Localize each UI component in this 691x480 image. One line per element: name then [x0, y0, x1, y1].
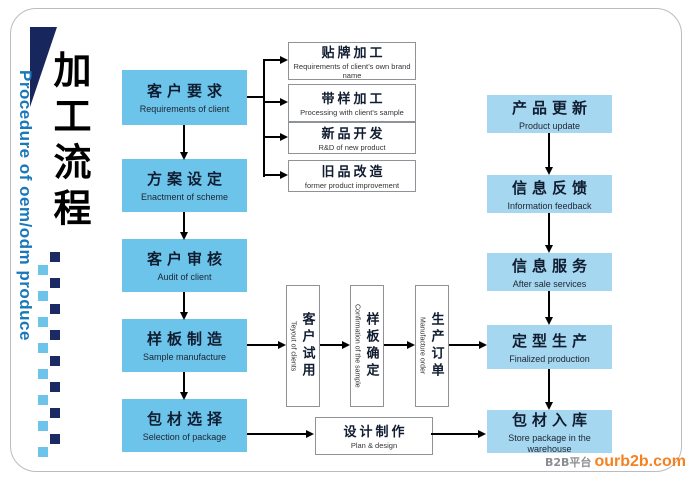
node-title: 方案设定 [146, 170, 227, 189]
node-sample-processing: 带样加工 Processing with client’s sample [288, 84, 416, 122]
node-subtitle: Manufacture order [418, 317, 426, 375]
node-title: 样板确定 [363, 312, 379, 380]
node-title: 样板制造 [146, 330, 227, 349]
node-title: 新品开发 [321, 127, 386, 143]
checker-square [50, 252, 60, 262]
checker-square [50, 330, 60, 340]
node-package-warehouse: 包材入库 Store package in the warehouse [487, 410, 612, 454]
node-title: 定型生产 [511, 331, 592, 350]
checker-square [38, 447, 48, 457]
node-subtitle: Selection of package [142, 432, 227, 443]
checker-square [38, 421, 48, 431]
node-title: 旧品改造 [321, 165, 386, 181]
arrow-feedback-to-service [544, 213, 553, 253]
logo-domain: ourb2b.com [594, 453, 686, 470]
node-subtitle: Product update [518, 120, 581, 131]
node-brand-processing: 贴牌加工 Requirements of client’s own brand … [288, 42, 416, 80]
checker-square [38, 291, 48, 301]
arrow-branch-to-old-product [263, 170, 288, 179]
branch-stub-line [247, 96, 264, 98]
arrow-order-to-production [449, 340, 487, 349]
checker-square [38, 265, 48, 275]
node-title: 信息服务 [511, 256, 592, 275]
node-information-feedback: 信息反馈 Information feedback [487, 175, 612, 213]
checker-square [50, 434, 60, 444]
node-subtitle: Confirmation of the sample [353, 304, 361, 388]
arrow-branch-to-sample-processing [263, 97, 288, 106]
node-title: 贴牌加工 [321, 45, 386, 61]
checker-square [50, 304, 60, 314]
node-plan-design: 设计制作 Plan & design [315, 417, 433, 455]
node-subtitle: Teyout of clients [289, 320, 297, 372]
node-client-requirements: 客户要求 Requirements of client [122, 70, 247, 125]
checker-square [50, 382, 60, 392]
arrow-scheme-to-audit [179, 212, 188, 240]
node-title: 包材选择 [146, 410, 227, 429]
node-product-update: 产品更新 Product update [487, 95, 612, 133]
node-title: 生产订单 [428, 312, 444, 380]
page-title-vertical: 加工流程 [47, 50, 91, 234]
node-subtitle: Requirements of client [139, 104, 230, 115]
node-after-sale-service: 信息服务 After sale services [487, 253, 612, 291]
node-subtitle: Information feedback [507, 200, 592, 211]
node-finalized-production: 定型生产 Finalized production [487, 325, 612, 369]
node-subtitle: Store package in the warehouse [508, 433, 591, 454]
arrow-service-to-production [544, 291, 553, 325]
arrow-audit-to-sample [179, 292, 188, 320]
node-client-audit: 客户审核 Audit of client [122, 239, 247, 292]
node-subtitle: Audit of client [157, 272, 212, 283]
node-subtitle: R&D of new product [318, 143, 386, 153]
node-subtitle: After sale services [512, 278, 587, 289]
arrow-design-to-warehouse [431, 429, 486, 438]
arrow-production-to-warehouse [544, 369, 553, 410]
checker-square [50, 408, 60, 418]
node-sample-confirmation: 样板确定 Confirmation of the sample [350, 285, 384, 407]
checker-square [50, 356, 60, 366]
node-subtitle: Sample manufacture [142, 352, 227, 363]
arrow-tryout-to-confirmation [320, 340, 350, 349]
node-title: 产品更新 [511, 98, 592, 117]
node-scheme-enactment: 方案设定 Enactment of scheme [122, 159, 247, 212]
page-subtitle-vertical: Procedure of oem/odm produce [16, 70, 35, 341]
node-new-product-rd: 新品开发 R&D of new product [288, 122, 416, 154]
checker-square [38, 317, 48, 327]
node-subtitle: former product improvement [304, 181, 400, 191]
node-title: 客户要求 [146, 82, 227, 101]
arrow-confirmation-to-order [384, 340, 415, 349]
node-package-selection: 包材选择 Selection of package [122, 399, 247, 452]
arrow-branch-to-brand-processing [263, 55, 288, 64]
checker-square [50, 278, 60, 288]
node-title: 信息反馈 [511, 178, 592, 197]
node-client-tryout: 客户试用 Teyout of clients [286, 285, 320, 407]
arrow-branch-to-new-product [263, 132, 288, 141]
node-subtitle: Processing with client’s sample [300, 108, 404, 118]
node-subtitle: Enactment of scheme [140, 192, 229, 203]
checker-square [38, 395, 48, 405]
branch-vertical-line [263, 59, 265, 177]
arrow-sample-to-package [179, 372, 188, 400]
arrow-sample-to-tryout [247, 340, 286, 349]
arrow-requirements-to-scheme [179, 125, 188, 160]
arrow-update-to-feedback [544, 133, 553, 175]
node-subtitle: Requirements of client’s own brand name [293, 61, 411, 80]
node-manufacture-order: 生产订单 Manufacture order [415, 285, 449, 407]
logo-prefix: B2B平台 [545, 456, 592, 469]
node-title: 包材入库 [511, 411, 592, 430]
node-subtitle: Plan & design [350, 441, 398, 451]
node-title: 客户试用 [299, 312, 315, 380]
node-sample-manufacture: 样板制造 Sample manufacture [122, 319, 247, 372]
node-old-product-improvement: 旧品改造 former product improvement [288, 160, 416, 192]
node-title: 带样加工 [321, 92, 386, 108]
checker-square [38, 369, 48, 379]
node-title: 客户审核 [146, 250, 227, 269]
checker-square [38, 343, 48, 353]
arrow-package-to-design [247, 429, 314, 438]
node-title: 设计制作 [343, 425, 408, 441]
node-subtitle: Finalized production [509, 353, 590, 364]
